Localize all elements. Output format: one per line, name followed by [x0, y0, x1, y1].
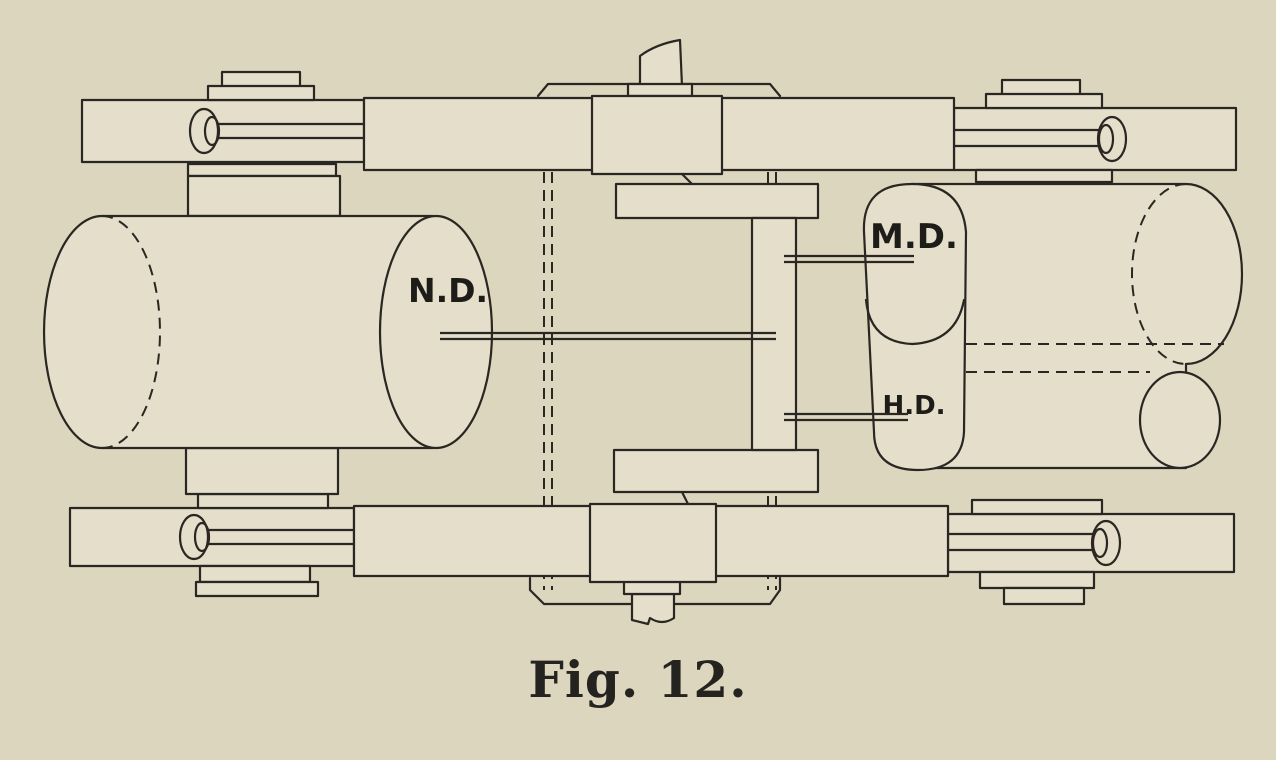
top-left-shaft-bar [80, 70, 366, 178]
nd-label: N.D. [408, 271, 488, 310]
low-pressure-turbine: N.D. [42, 174, 494, 496]
top-gear-block [590, 94, 724, 176]
top-gear-plate [614, 182, 820, 220]
top-right-shaft-bar [952, 78, 1238, 184]
bottom-gear-block [588, 502, 718, 584]
medium-high-pressure-turbine: M.D. H.D. [862, 182, 1244, 472]
hd-label: H.D. [882, 391, 945, 421]
bottom-left-shaft-bar [68, 492, 356, 598]
figure-caption: Fig. 12. [528, 650, 748, 709]
bottom-right-shaft-bar [946, 498, 1236, 606]
bottom-gear-plate [612, 448, 820, 494]
md-label: M.D. [870, 217, 958, 257]
